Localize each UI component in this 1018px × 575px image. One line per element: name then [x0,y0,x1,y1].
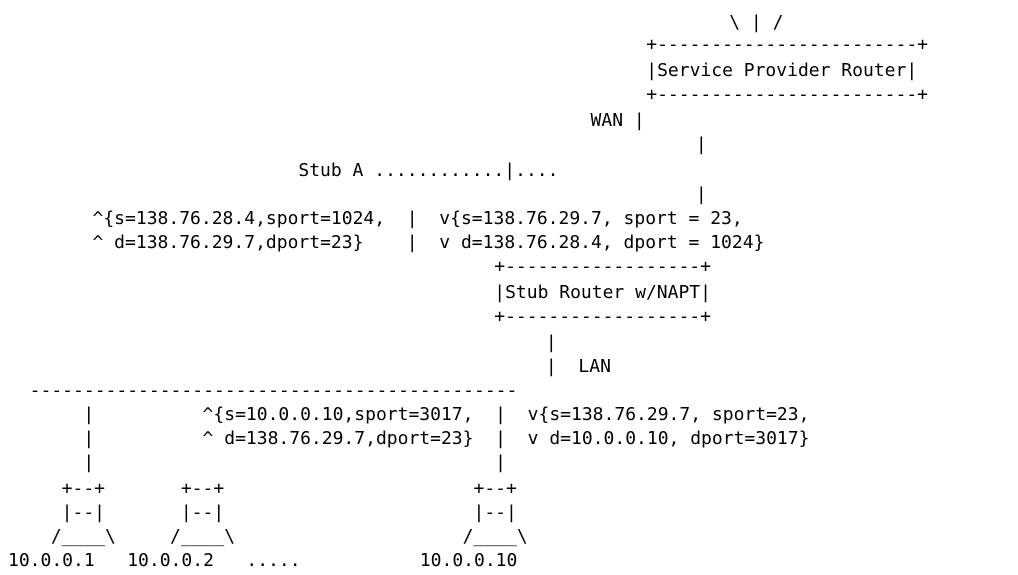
host-box-bases: /____\ /____\ /____\ [40,526,528,547]
lan-segment: ----------------------------------------… [8,380,517,401]
host-box-tops: +--+ +--+ +--+ [40,478,517,499]
inbound-lan-packet: | ^ d=138.76.29.7,dport=23} | v d=10.0.0… [40,428,809,449]
host-box-screens: |--| |--| |--| [40,502,517,523]
lan-label: | LAN [340,356,611,377]
wan-link: | [490,134,707,155]
stub-router-box-top: +------------------+ [310,256,711,277]
lan-link: | [340,332,557,353]
host-addresses: 10.0.0.1 10.0.0.2 ..... 10.0.0.10 [8,550,517,571]
outbound-lan-packet: | ^{s=10.0.0.10,sport=3017, | v{s=138.76… [40,404,809,425]
stub-a-line: Stub A ............|.... [190,160,558,181]
provider-router-label: |Service Provider Router| [462,60,917,81]
inbound-wan-packet: ^ d=138.76.29.7,dport=23} | v d=138.76.2… [60,232,764,253]
antenna-marks: \ | / [480,12,783,33]
stub-router-label: |Stub Router w/NAPT| [310,282,711,303]
provider-router-box-top: +------------------------+ [462,34,928,55]
stub-router-box-bottom: +------------------+ [310,306,711,327]
outbound-wan-packet: ^{s=138.76.28.4,sport=1024, | v{s=138.76… [60,208,743,229]
host-drops: | | [40,452,506,473]
provider-router-box-bottom: +------------------------+ [462,84,928,105]
wan-label: WAN | [428,110,645,131]
wan-link-2: | [490,184,707,205]
